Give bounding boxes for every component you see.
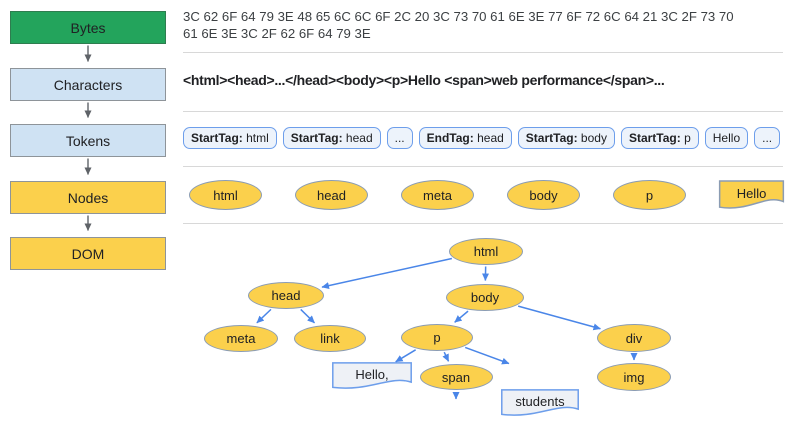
stage-box-bytes: Bytes bbox=[10, 11, 166, 44]
token-value: head bbox=[477, 131, 504, 145]
tree-node-students: students bbox=[501, 389, 579, 417]
token-value: head bbox=[345, 131, 373, 145]
tree-edge-p-span bbox=[442, 351, 450, 362]
tree-node-hello: Hello, bbox=[332, 362, 412, 390]
document-shape-outline bbox=[332, 362, 412, 390]
token-pill: ... bbox=[754, 127, 781, 149]
tree-node-p: p bbox=[401, 323, 473, 351]
token-type: StartTag: bbox=[290, 131, 343, 145]
token-type: EndTag: bbox=[426, 131, 474, 145]
token-value: ... bbox=[762, 131, 773, 145]
document-shape-outline bbox=[719, 180, 784, 210]
row-divider bbox=[183, 111, 783, 112]
tree-node-html: html bbox=[449, 237, 523, 265]
tree-node-body: body bbox=[446, 283, 524, 311]
nodes-row: html head meta body p Hello bbox=[189, 180, 784, 210]
node-ellipse-meta: meta bbox=[401, 180, 474, 210]
node-ellipse-html: html bbox=[189, 180, 262, 210]
stage-box-dom: DOM bbox=[10, 237, 166, 270]
token-pill: Hello bbox=[704, 127, 749, 149]
tree-edge-head-meta bbox=[256, 308, 272, 324]
token-pill: StartTag: p bbox=[620, 127, 699, 149]
tree-node-head: head bbox=[248, 281, 324, 309]
stage-label-dom: DOM bbox=[71, 245, 105, 262]
tree-edge-body-div bbox=[517, 305, 601, 331]
row-divider bbox=[183, 166, 783, 167]
tree-edge-head-link bbox=[300, 308, 316, 324]
token-pill: StartTag: html bbox=[183, 127, 277, 149]
node-document-hello: Hello bbox=[719, 180, 784, 210]
token-value: ... bbox=[394, 131, 405, 145]
token-pill: StartTag: head bbox=[282, 127, 381, 149]
stage-label-bytes: Bytes bbox=[70, 19, 106, 36]
stage-label-nodes: Nodes bbox=[67, 189, 109, 206]
tree-node-div: div bbox=[597, 324, 671, 352]
token-value: p bbox=[684, 131, 691, 145]
stage-label-characters: Characters bbox=[53, 76, 123, 93]
document-shape-outline bbox=[501, 389, 579, 417]
token-pill: StartTag: body bbox=[517, 127, 615, 149]
stage-box-characters: Characters bbox=[10, 68, 166, 101]
stage-label-tokens: Tokens bbox=[65, 132, 111, 149]
row-divider bbox=[183, 52, 783, 53]
token-type: StartTag: bbox=[628, 131, 681, 145]
node-ellipse-body: body bbox=[507, 180, 580, 210]
stage-box-nodes: Nodes bbox=[10, 181, 166, 214]
bytes-hex-text: 3C 62 6F 64 79 3E 48 65 6C 6C 6F 2C 20 3… bbox=[183, 9, 734, 41]
tree-node-students-label: students bbox=[515, 394, 565, 409]
node-ellipse-head: head bbox=[295, 180, 368, 210]
token-value: Hello bbox=[712, 131, 741, 145]
tree-edge-p-hello bbox=[395, 349, 417, 363]
stage-box-tokens: Tokens bbox=[10, 124, 166, 157]
node-document-hello-label: Hello bbox=[736, 186, 767, 201]
tree-node-img: img bbox=[597, 363, 671, 391]
token-value: body bbox=[580, 131, 607, 145]
tree-node-hello-label: Hello, bbox=[355, 367, 389, 382]
tree-edge-p-students bbox=[464, 346, 510, 365]
characters-html-text: <html><head>...</head><body><p>Hello <sp… bbox=[183, 72, 665, 88]
token-type: StartTag: bbox=[525, 131, 578, 145]
row-divider bbox=[183, 223, 783, 224]
node-ellipse-p: p bbox=[613, 180, 686, 210]
tree-node-meta: meta bbox=[204, 324, 278, 352]
tree-edge-html-head bbox=[321, 257, 453, 289]
token-value: html bbox=[246, 131, 269, 145]
token-type: StartTag: bbox=[191, 131, 243, 145]
tree-node-span: span bbox=[419, 364, 493, 390]
tree-node-link: link bbox=[294, 324, 366, 352]
token-pill: ... bbox=[386, 127, 413, 149]
token-pill: EndTag: head bbox=[418, 127, 512, 149]
tree-edge-body-p bbox=[454, 310, 469, 323]
